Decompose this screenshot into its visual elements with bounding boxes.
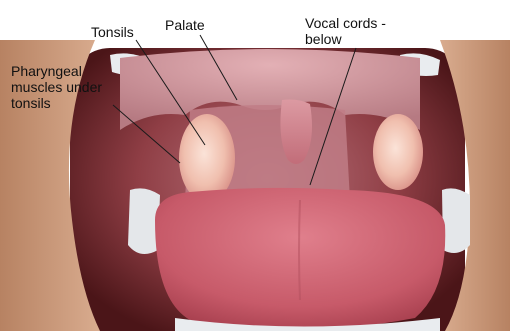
tongue-median-groove xyxy=(299,200,300,300)
label-tonsils: Tonsils xyxy=(91,24,134,40)
lower-teeth-right xyxy=(442,188,470,253)
label-vocal-cords: Vocal cords - below xyxy=(305,15,386,47)
label-palate: Palate xyxy=(165,17,205,33)
right-tonsil xyxy=(373,114,423,190)
label-pharyngeal-muscles: Pharyngeal muscles under tonsils xyxy=(11,63,102,111)
left-tonsil xyxy=(179,114,235,202)
